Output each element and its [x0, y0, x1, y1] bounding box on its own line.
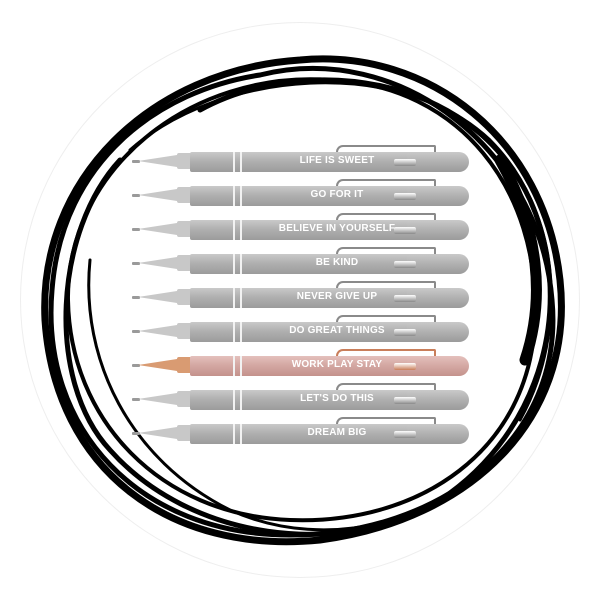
pen-barrel: [190, 390, 456, 410]
pen-5: NEVER GIVE UP: [132, 281, 469, 312]
pen-3: BELIEVE IN YOURSELF: [132, 213, 469, 244]
pen-tip: [132, 398, 140, 401]
pen-cap: [407, 424, 469, 444]
pen-barrel: [190, 288, 456, 308]
pen-tip: [132, 296, 140, 299]
pen-clip: [336, 349, 436, 356]
pen-tip: [132, 330, 140, 333]
pen-clip: [336, 383, 436, 390]
pen-clip: [336, 315, 436, 322]
pen-cap: [407, 220, 469, 240]
pen-engraving: GO FOR IT: [310, 189, 364, 200]
pen-barrel: [190, 152, 456, 172]
pen-barrel: [190, 322, 456, 342]
pen-clip: [336, 417, 436, 424]
pen-6: DO GREAT THINGS: [132, 315, 469, 346]
pen-tip: [132, 160, 140, 163]
pen-barrel: [190, 424, 456, 444]
pen-4: BE KIND: [132, 247, 469, 278]
pen-tip: [132, 194, 140, 197]
pen-7-rose-gold: WORK PLAY STAY: [132, 349, 469, 380]
pen-barrel: [190, 356, 456, 376]
pen-cap: [407, 254, 469, 274]
pen-engraving: DO GREAT THINGS: [289, 325, 385, 336]
pen-clip: [336, 213, 436, 220]
pen-cap: [407, 390, 469, 410]
pen-barrel: [190, 186, 456, 206]
pen-engraving: BELIEVE IN YOURSELF: [278, 223, 396, 234]
pen-cap: [407, 152, 469, 172]
pen-tip: [132, 364, 140, 367]
pen-cap: [407, 186, 469, 206]
pen-8: LET'S DO THIS: [132, 383, 469, 414]
pen-cap: [407, 322, 469, 342]
pen-engraving: BE KIND: [315, 257, 359, 268]
pen-engraving: LIFE IS SWEET: [299, 155, 375, 166]
pen-1: LIFE IS SWEET: [132, 145, 469, 176]
pen-tip: [132, 228, 140, 231]
pen-barrel: [190, 220, 456, 240]
pen-cap: [407, 288, 469, 308]
pen-tip: [132, 432, 140, 435]
pen-clip: [336, 145, 436, 152]
pen-clip: [336, 247, 436, 254]
pen-engraving: NEVER GIVE UP: [296, 291, 378, 302]
outer-circle-outline: [20, 22, 580, 578]
pen-clip: [336, 281, 436, 288]
pen-engraving: WORK PLAY STAY: [291, 359, 383, 370]
pen-tip: [132, 262, 140, 265]
pen-engraving: DREAM BIG: [307, 427, 367, 438]
pen-clip: [336, 179, 436, 186]
pen-barrel: [190, 254, 456, 274]
pen-2: GO FOR IT: [132, 179, 469, 210]
pen-engraving: LET'S DO THIS: [300, 393, 374, 404]
pen-cap: [407, 356, 469, 376]
pen-9: DREAM BIG: [132, 417, 469, 448]
